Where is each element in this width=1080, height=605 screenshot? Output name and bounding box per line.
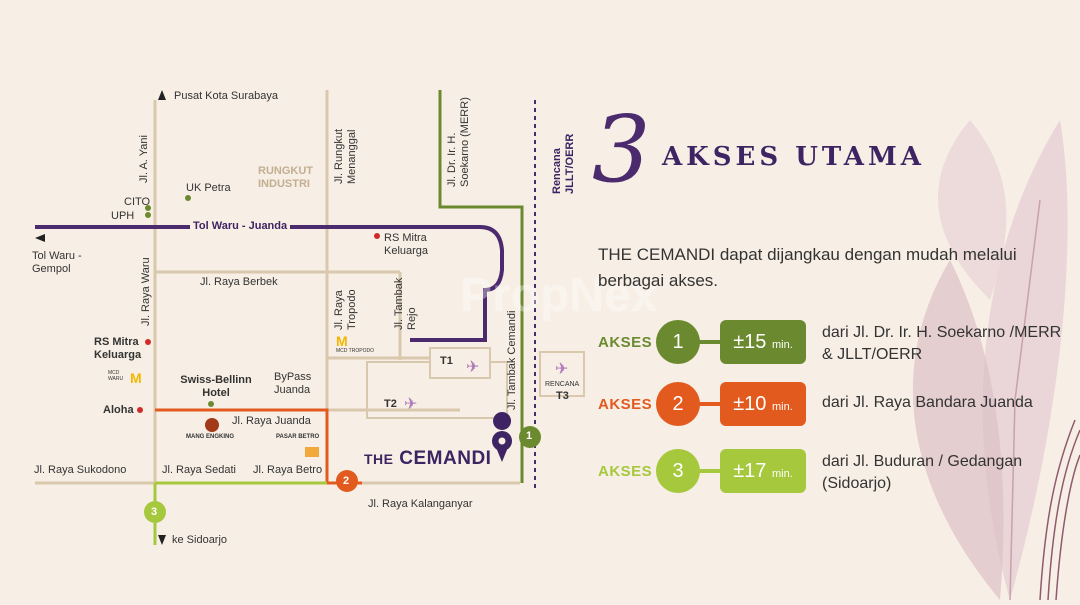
marker-3: 3	[151, 506, 158, 518]
marker-2: 2	[343, 475, 350, 487]
label-ayani: Jl. A. Yani	[138, 135, 150, 183]
akses-3-connector	[698, 469, 724, 473]
label-sukodono: Jl. Raya Sukodono	[34, 464, 127, 476]
description: THE CEMANDI dapat dijangkau dengan mudah…	[598, 245, 1017, 290]
label-the-cemandi: THE CEMANDI	[364, 448, 492, 469]
svg-text:✈: ✈	[404, 394, 417, 413]
label-bypass: ByPass Juanda	[274, 371, 312, 396]
akses-1-route: dari Jl. Dr. Ir. H. Soekarno /MERR & JLL…	[822, 324, 1062, 363]
akses-1: AKSES 1 ±15 min. dari Jl. Dr. Ir. H. Soe…	[598, 320, 1068, 364]
akses-1-num: 1	[656, 320, 700, 364]
title-text: AKSES UTAMA	[662, 142, 925, 172]
akses-3-word: AKSES	[598, 463, 653, 480]
label-rs-mitra-2: RS Mitra Keluarga	[94, 336, 142, 361]
akses-2-route: dari Jl. Raya Bandara Juanda	[822, 394, 1033, 411]
label-cito: CITO	[124, 196, 151, 208]
label-raya-tropodo: Jl. Raya Tropodo	[333, 289, 358, 330]
label-pasar-betro: PASAR BETRO	[276, 434, 320, 440]
label-tambak-rejo: Jl. Tambak Rejo	[393, 277, 418, 330]
label-mang-engking: MANG ENGKING	[186, 434, 234, 440]
label-sidoarjo: ke Sidoarjo	[172, 534, 228, 546]
svg-text:✈: ✈	[466, 357, 479, 376]
akses-2-connector	[698, 402, 724, 406]
label-raya-waru: Jl. Raya Waru	[140, 257, 152, 326]
watermark: PropNex	[460, 269, 658, 322]
label-tol: Tol Waru - Juanda	[190, 220, 291, 233]
label-raya-berbek: Jl. Raya Berbek	[200, 276, 278, 288]
label-kalanganyar: Jl. Raya Kalanganyar	[368, 498, 473, 510]
label-swiss: Swiss-Bellinn Hotel	[180, 374, 252, 399]
label-t2: T2	[384, 398, 397, 410]
akses-1-time: ±15 min.	[720, 320, 806, 364]
akses-1-connector	[698, 340, 724, 344]
label-rencana: Rencana JLLT/OERR	[551, 133, 576, 194]
label-uk-petra: UK Petra	[186, 182, 231, 194]
label-tol-waru: Tol Waru - Gempol	[32, 250, 82, 275]
label-pusat: Pusat Kota Surabaya	[174, 90, 278, 102]
label-betro: Jl. Raya Betro	[253, 464, 323, 476]
label-aloha: Aloha	[103, 404, 134, 416]
akses-2-time: ±10 min.	[720, 382, 806, 426]
label-mcd-waru: MCD WARU	[108, 370, 124, 382]
label-sedati: Jl. Raya Sedati	[162, 464, 236, 476]
svg-text:✈: ✈	[555, 359, 568, 378]
label-soekarno: Jl. Dr. Ir. H. Soekarno (MERR)	[446, 97, 471, 187]
label-raya-juanda: Jl. Raya Juanda	[232, 415, 311, 427]
akses-2: AKSES 2 ±10 min. dari Jl. Raya Bandara J…	[598, 382, 1068, 426]
akses-2-num: 2	[656, 382, 700, 426]
label-uph: UPH	[111, 210, 135, 222]
marker-1: 1	[526, 430, 533, 442]
label-tambak-cemandi: Jl. Tambak Cemandi	[506, 310, 518, 410]
label-t1: T1	[440, 355, 453, 367]
akses-1-word: AKSES	[598, 334, 653, 351]
akses-2-word: AKSES	[598, 396, 653, 413]
akses-3-route: dari Jl. Buduran / Gedangan (Sidoarjo)	[822, 453, 1023, 492]
title-numeral: 3	[592, 96, 651, 203]
label-rungkut-industri: RUNGKUT INDUSTRI	[258, 165, 313, 190]
label-rungkut-menanggal: Jl. Rungkut Menanggal	[333, 128, 358, 184]
label-mcd-tropodo: MCD TROPODO	[336, 348, 374, 354]
akses-3-time: ±17 min.	[720, 449, 806, 493]
akses-3: AKSES 3 ±17 min. dari Jl. Buduran / Geda…	[598, 449, 1068, 493]
label-t3-rencana: RENCANA	[545, 381, 580, 388]
svg-text:M: M	[130, 370, 142, 386]
akses-3-num: 3	[656, 449, 700, 493]
label-rs-mitra-1: RS Mitra Keluarga	[384, 232, 429, 257]
label-t3: T3	[556, 390, 569, 402]
svg-text:M: M	[336, 333, 348, 349]
